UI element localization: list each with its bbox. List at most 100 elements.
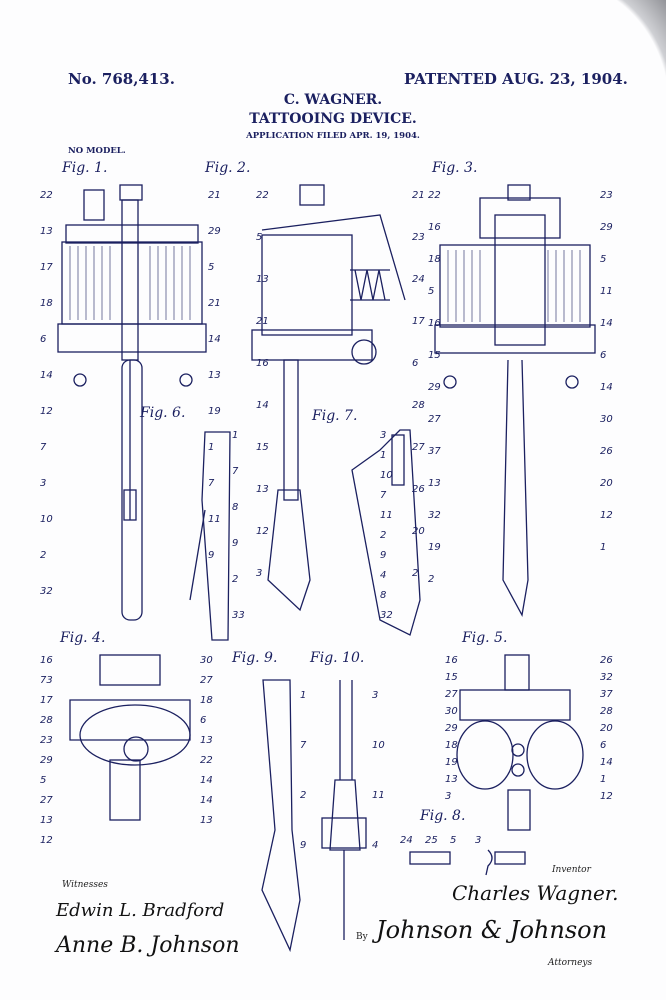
figure-label: Fig. 2. — [205, 160, 251, 176]
reference-numeral: 1 — [232, 430, 239, 441]
reference-numeral: 22 — [428, 190, 441, 201]
inventor-label: Inventor — [552, 865, 591, 875]
reference-numeral: 7 — [232, 466, 239, 477]
reference-numeral: 21 — [208, 298, 221, 309]
reference-numeral: 27 — [40, 795, 53, 806]
reference-numeral: 1 — [600, 542, 607, 553]
reference-numeral: 5 — [450, 835, 457, 846]
figure-3-drawing — [434, 184, 596, 617]
reference-numeral: 15 — [256, 442, 269, 453]
reference-numeral: 7 — [40, 442, 47, 453]
reference-numeral: 20 — [412, 526, 425, 537]
reference-numeral: 16 — [256, 358, 269, 369]
reference-numeral: 2 — [380, 530, 387, 541]
reference-numeral: 20 — [600, 723, 613, 734]
reference-numeral: 14 — [40, 370, 53, 381]
reference-numeral: 9 — [208, 550, 215, 561]
reference-numeral: 33 — [232, 610, 245, 621]
reference-numeral: 18 — [200, 695, 213, 706]
reference-numeral: 15 — [445, 672, 458, 683]
reference-numeral: 14 — [600, 318, 613, 329]
reference-numeral: 2 — [412, 568, 419, 579]
reference-numeral: 18 — [40, 298, 53, 309]
reference-numeral: 1 — [208, 442, 215, 453]
attorney-signature: Johnson & Johnson — [376, 916, 608, 944]
reference-numeral: 19 — [208, 406, 221, 417]
reference-numeral: 6 — [412, 358, 419, 369]
reference-numeral: 6 — [200, 715, 207, 726]
reference-numeral: 29 — [208, 226, 221, 237]
reference-numeral: 25 — [425, 835, 438, 846]
reference-numeral: 32 — [40, 586, 53, 597]
reference-numeral: 8 — [380, 590, 387, 601]
reference-numeral: 13 — [428, 478, 441, 489]
reference-numeral: 5 — [256, 232, 263, 243]
reference-numeral: 30 — [445, 706, 458, 717]
reference-numeral: 16 — [40, 655, 53, 666]
reference-numeral: 2 — [232, 574, 239, 585]
reference-numeral: 6 — [40, 334, 47, 345]
reference-numeral: 3 — [380, 430, 387, 441]
reference-numeral: 13 — [208, 370, 221, 381]
reference-numeral: 11 — [600, 286, 613, 297]
figure-label: Fig. 3. — [432, 160, 478, 176]
reference-numeral: 12 — [600, 510, 613, 521]
reference-numeral: 29 — [600, 222, 613, 233]
figure-8-drawing — [409, 849, 526, 876]
reference-numeral: 13 — [256, 484, 269, 495]
reference-numeral: 12 — [600, 791, 613, 802]
reference-numeral: 32 — [428, 510, 441, 521]
reference-numeral: 3 — [256, 568, 263, 579]
reference-numeral: 26 — [412, 484, 425, 495]
patent-number: No. 768,413. — [68, 70, 175, 88]
reference-numeral: 10 — [40, 514, 53, 525]
reference-numeral: 27 — [428, 414, 441, 425]
reference-numeral: 23 — [600, 190, 613, 201]
reference-numeral: 12 — [40, 406, 53, 417]
reference-numeral: 13 — [200, 815, 213, 826]
reference-numeral: 16 — [428, 222, 441, 233]
reference-numeral: 37 — [428, 446, 441, 457]
reference-numeral: 27 — [200, 675, 213, 686]
witnesses-label: Witnesses — [62, 880, 108, 890]
reference-numeral: 29 — [40, 755, 53, 766]
reference-numeral: 17 — [40, 262, 53, 273]
figure-5-drawing — [456, 654, 584, 831]
reference-numeral: 27 — [445, 689, 458, 700]
reference-numeral: 28 — [412, 400, 425, 411]
reference-numeral: 2 — [300, 790, 307, 801]
reference-numeral: 18 — [428, 254, 441, 265]
reference-numeral: 1 — [380, 450, 387, 461]
reference-numeral: 5 — [40, 775, 47, 786]
reference-numeral: 7 — [208, 478, 215, 489]
reference-numeral: 10 — [380, 470, 393, 481]
reference-numeral: 29 — [445, 723, 458, 734]
reference-numeral: 28 — [600, 706, 613, 717]
reference-numeral: 13 — [40, 226, 53, 237]
reference-numeral: 21 — [412, 190, 425, 201]
reference-numeral: 32 — [380, 610, 393, 621]
reference-numeral: 2 — [40, 550, 47, 561]
reference-numeral: 4 — [372, 840, 379, 851]
reference-numeral: 30 — [200, 655, 213, 666]
patented-date: PATENTED AUG. 23, 1904. — [404, 70, 628, 88]
figure-6-drawing — [189, 431, 231, 641]
reference-numeral: 6 — [600, 740, 607, 751]
reference-numeral: 21 — [208, 190, 221, 201]
reference-numeral: 18 — [445, 740, 458, 751]
reference-numeral: 11 — [372, 790, 385, 801]
reference-numeral: 17 — [40, 695, 53, 706]
reference-numeral: 21 — [256, 316, 269, 327]
figure-label: Fig. 4. — [60, 630, 106, 646]
reference-numeral: 19 — [445, 757, 458, 768]
figure-label: Fig. 1. — [62, 160, 108, 176]
reference-numeral: 3 — [40, 478, 47, 489]
reference-numeral: 14 — [600, 757, 613, 768]
reference-numeral: 23 — [412, 232, 425, 243]
reference-numeral: 9 — [300, 840, 307, 851]
reference-numeral: 28 — [40, 715, 53, 726]
reference-numeral: 8 — [232, 502, 239, 513]
reference-numeral: 6 — [600, 350, 607, 361]
reference-numeral: 22 — [256, 190, 269, 201]
